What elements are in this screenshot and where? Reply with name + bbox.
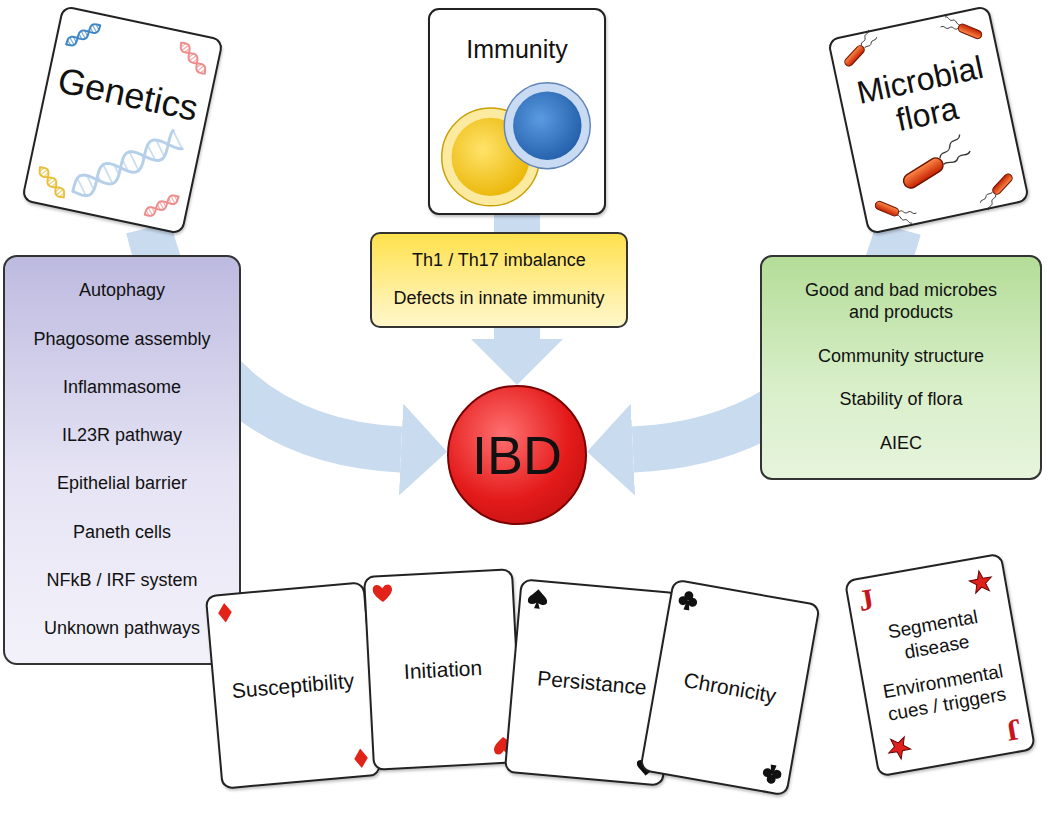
helix-strand [145, 191, 179, 221]
helix-strand [176, 43, 210, 74]
suit-symbol [677, 590, 699, 612]
node-text: Immunity [466, 34, 567, 64]
node-text: Community structure [818, 346, 984, 368]
node-text: Initiation [403, 655, 482, 684]
helix-strand [73, 113, 173, 209]
playing-card: Chronicity [639, 578, 821, 796]
immunity-card: Immunity [428, 8, 606, 215]
playing-card: Susceptibility [205, 581, 381, 789]
drawing-part [874, 200, 900, 217]
node-text: Inflammasome [63, 377, 181, 399]
jack-card: JSegmental diseaseEnvironmental cues / t… [844, 553, 1036, 778]
helix-strand [66, 19, 100, 50]
node-text: IBD [472, 423, 562, 488]
drawing-part [941, 16, 961, 33]
microbial-card: Microbial flora [827, 5, 1030, 235]
node-text: Epithelial barrier [57, 473, 187, 495]
jack-card-art [846, 555, 1034, 775]
node-text: Good and bad microbes and products [799, 280, 1004, 323]
node-text: Phagosome assembly [33, 329, 210, 351]
immunity-box: Th1 / Th17 imbalanceDefects in innate im… [370, 232, 628, 328]
bacterium [874, 197, 916, 224]
playing-card: Initiation [363, 568, 523, 771]
node-text: Autophagy [79, 280, 165, 302]
node-text: Environmental cues / triggers [878, 660, 1012, 727]
drawing-part [991, 172, 1014, 196]
helix-strand [35, 167, 69, 197]
drawing-part [897, 207, 917, 224]
node-text: Chronicity [682, 667, 778, 708]
node-text: IL23R pathway [62, 425, 182, 447]
suit-symbol [217, 602, 232, 623]
helix-strand [73, 125, 183, 213]
node-text: Susceptibility [231, 668, 355, 704]
suit-symbol [527, 588, 548, 609]
node-text: Stability of flora [839, 389, 962, 411]
drawing-part [843, 44, 866, 68]
dna-helix [145, 190, 179, 221]
node-text: Microbial flora [844, 48, 1004, 147]
suit-symbol [353, 748, 368, 769]
node-text: Segmental disease [868, 603, 1002, 670]
microbe-box: Good and bad microbes and productsCommun… [760, 255, 1042, 480]
helix-strand [176, 42, 210, 73]
drawing-part [957, 23, 983, 40]
node-text: Persistance [536, 665, 647, 700]
node-text: Defects in innate immunity [393, 288, 604, 310]
dna-helix [66, 19, 100, 50]
suit-symbol [372, 584, 392, 602]
node-text: NFkB / IRF system [46, 570, 197, 592]
node-text: Th1 / Th17 imbalance [412, 250, 586, 272]
bacterium [898, 134, 971, 191]
suit-symbol [761, 763, 783, 785]
dna-helix [35, 167, 69, 198]
helix-strand [35, 167, 69, 197]
bacterium [841, 30, 878, 68]
star [968, 569, 994, 594]
drawing-part [901, 155, 946, 191]
blue-cell-core [513, 91, 581, 159]
bacterium [980, 172, 1017, 210]
helix-strand [66, 19, 100, 50]
node-text: J [856, 584, 876, 616]
ibd-circle: IBD [447, 385, 587, 525]
bacterium [941, 16, 983, 43]
node-text: Paneth cells [73, 522, 171, 544]
genetics-card: Genetics [21, 5, 224, 235]
node-text: AIEC [880, 433, 922, 455]
node-text: J [1004, 714, 1024, 746]
helix-strand [145, 190, 179, 220]
dna-helix [176, 42, 210, 73]
star [887, 736, 913, 761]
node-text: Unknown pathways [44, 618, 200, 640]
node-text: Genetics [54, 58, 202, 130]
blue-cell [504, 83, 590, 169]
